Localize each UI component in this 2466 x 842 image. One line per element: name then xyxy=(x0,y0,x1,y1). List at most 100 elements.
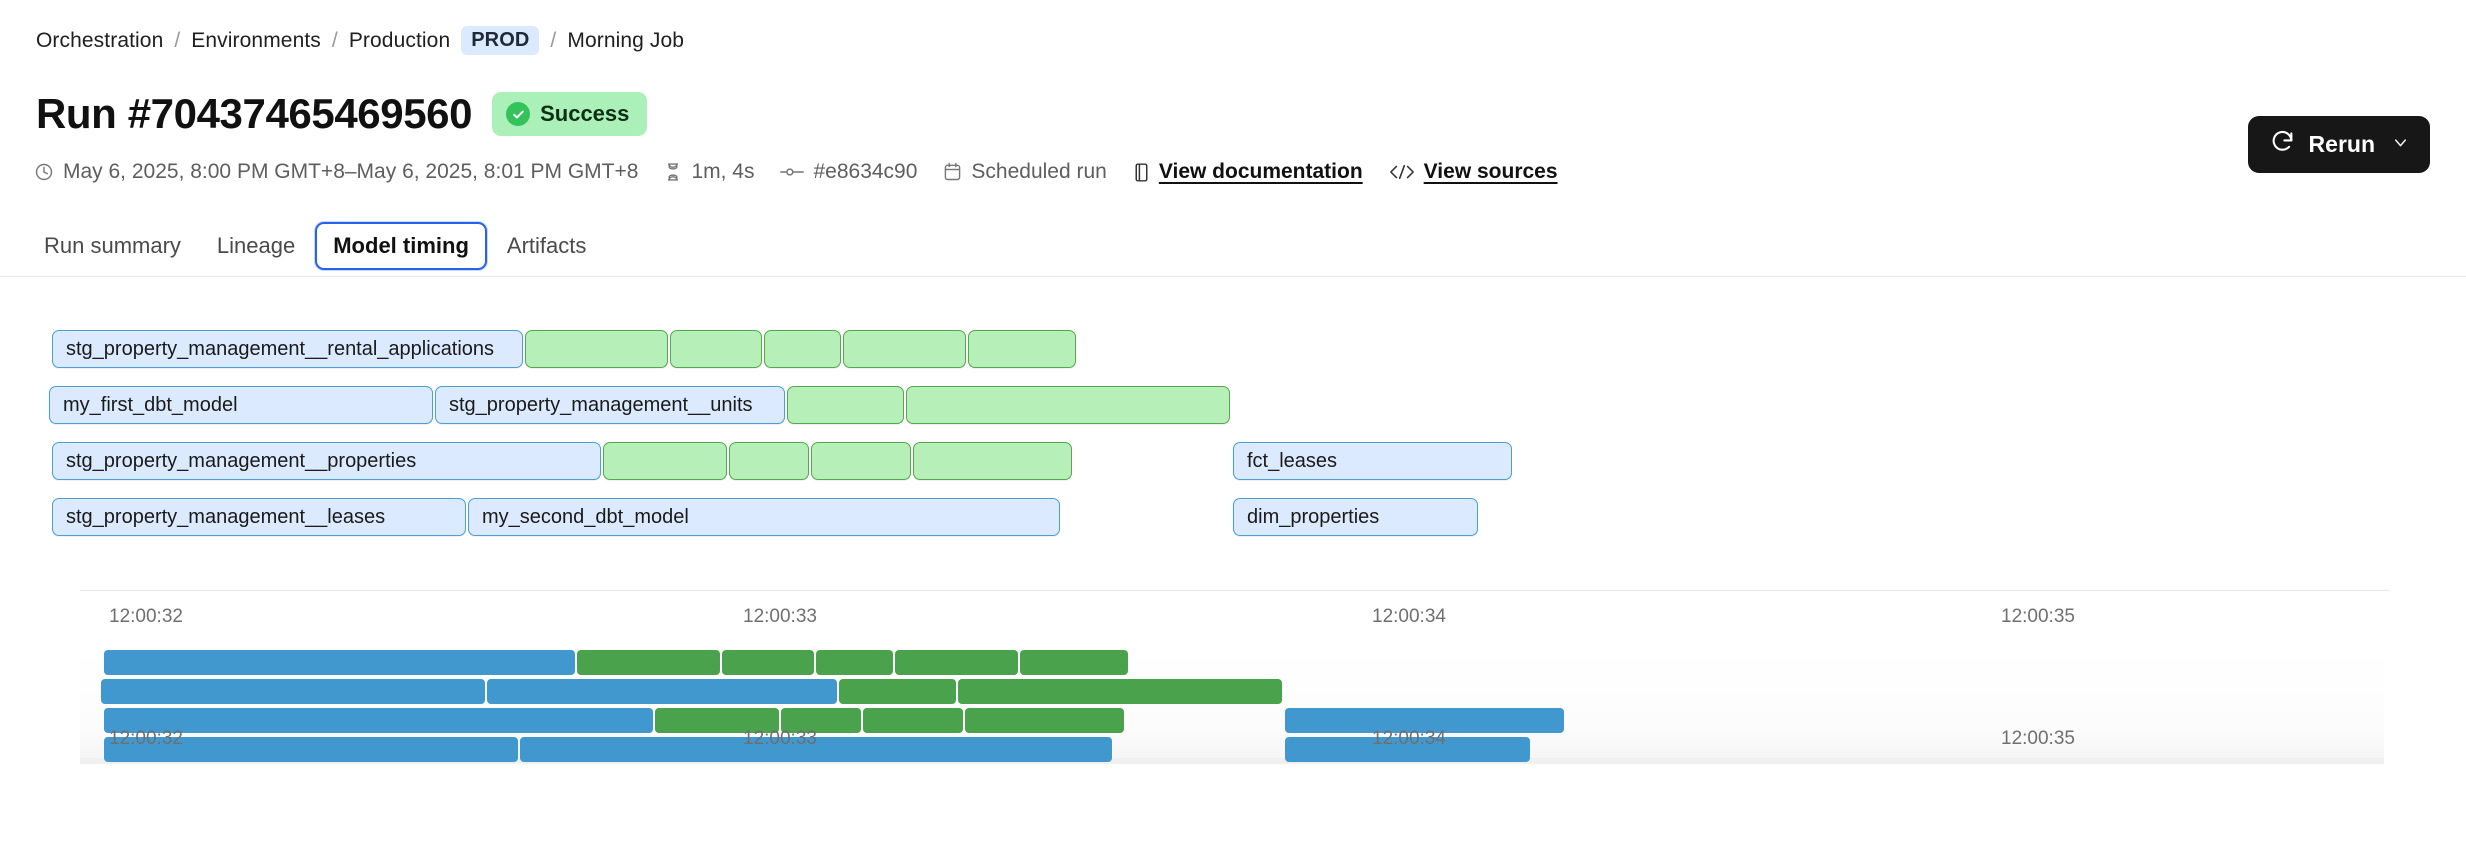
breadcrumb-item-production[interactable]: Production xyxy=(348,28,451,52)
gantt-bar-stg_property_management__leases[interactable]: stg_property_management__leases xyxy=(52,498,466,536)
gantt-bar-test[interactable] xyxy=(525,330,668,368)
overview-row xyxy=(80,706,2384,735)
meta-duration: 1m, 4s xyxy=(664,160,754,184)
tab-artifacts[interactable]: Artifacts xyxy=(506,233,587,258)
model-timing-overview[interactable] xyxy=(80,648,2384,764)
view-sources-link[interactable]: View sources xyxy=(1423,160,1558,183)
hourglass-icon xyxy=(664,162,682,182)
breadcrumb-badge-prod: PROD xyxy=(461,26,540,55)
overview-bar[interactable] xyxy=(487,679,837,704)
book-icon xyxy=(1133,162,1150,183)
calendar-icon xyxy=(943,162,962,182)
meta-commit-text: #e8634c90 xyxy=(813,160,918,183)
meta-timestamp: May 6, 2025, 8:00 PM GMT+8–May 6, 2025, … xyxy=(34,160,638,184)
gantt-bar-label: my_first_dbt_model xyxy=(63,393,238,416)
overview-bar[interactable] xyxy=(965,708,1124,733)
status-label: Success xyxy=(540,101,630,126)
axis-tick-label: 12:00:35 xyxy=(2001,728,2075,749)
gantt-bar-stg_property_management__units[interactable]: stg_property_management__units xyxy=(435,386,785,424)
rerun-button[interactable]: Rerun xyxy=(2247,116,2430,173)
gantt-bar-test[interactable] xyxy=(968,330,1076,368)
meta-trigger-text: Scheduled run xyxy=(971,160,1107,183)
gantt-bar-stg_property_management__rental_applications[interactable]: stg_property_management__rental_applicat… xyxy=(52,330,523,368)
axis-tick-label: 12:00:33 xyxy=(743,728,817,749)
gantt-bar-label: fct_leases xyxy=(1247,449,1338,472)
gantt-bar-test[interactable] xyxy=(787,386,904,424)
overview-bar[interactable] xyxy=(722,650,814,675)
gantt-bar-label: my_second_dbt_model xyxy=(482,505,689,528)
gantt-bar-stg_property_management__properties[interactable]: stg_property_management__properties xyxy=(52,442,601,480)
axis-tick-label: 12:00:33 xyxy=(743,606,817,627)
tab-model-timing[interactable]: Model timing xyxy=(315,222,487,270)
gantt-row: stg_property_management__rental_applicat… xyxy=(0,330,2466,386)
axis-tick-label: 12:00:34 xyxy=(1372,728,1446,749)
overview-bar[interactable] xyxy=(863,708,963,733)
gantt-bar-test[interactable] xyxy=(670,330,762,368)
meta-sources[interactable]: View sources xyxy=(1389,160,1558,184)
tab-bar: Run summary Lineage Model timing Artifacts xyxy=(28,222,602,270)
axis-tick-label: 12:00:34 xyxy=(1372,606,1446,627)
gantt-bar-test[interactable] xyxy=(906,386,1230,424)
gantt-bar-test[interactable] xyxy=(764,330,841,368)
gantt-bar-label: dim_properties xyxy=(1247,505,1380,528)
gantt-row: stg_property_management__leases my_second… xyxy=(0,498,2466,554)
gantt-row: stg_property_management__properties fct_l… xyxy=(0,442,2466,498)
gantt-bar-my_first_dbt_model[interactable]: my_first_dbt_model xyxy=(49,386,433,424)
breadcrumb-item-environments[interactable]: Environments xyxy=(191,28,321,52)
overview-bar[interactable] xyxy=(1020,650,1128,675)
gantt-bar-label: stg_property_management__properties xyxy=(66,449,417,472)
breadcrumb-item-morning-job: Morning Job xyxy=(567,28,685,52)
overview-row xyxy=(80,735,2384,764)
overview-bar[interactable] xyxy=(839,679,956,704)
tab-lineage[interactable]: Lineage xyxy=(216,233,296,258)
code-icon xyxy=(1389,163,1415,181)
breadcrumb-item-orchestration[interactable]: Orchestration xyxy=(36,28,164,52)
view-documentation-link[interactable]: View documentation xyxy=(1158,160,1363,183)
page-title: Run #70437465469560 xyxy=(36,90,473,137)
overview-bar[interactable] xyxy=(781,708,861,733)
gantt-bar-test[interactable] xyxy=(843,330,966,368)
overview-row xyxy=(80,677,2384,706)
overview-bar[interactable] xyxy=(895,650,1018,675)
git-commit-icon xyxy=(780,163,805,181)
rerun-label: Rerun xyxy=(2308,131,2375,157)
overview-bar[interactable] xyxy=(958,679,1282,704)
breadcrumb: Orchestration / Environments / Production PRO… xyxy=(36,26,684,55)
meta-timestamp-text: May 6, 2025, 8:00 PM GMT+8–May 6, 2025, … xyxy=(63,160,639,183)
clock-icon xyxy=(34,162,54,182)
meta-duration-text: 1m, 4s xyxy=(691,160,755,183)
axis-tick-label: 12:00:35 xyxy=(2001,606,2075,627)
gantt-bar-label: stg_property_management__rental_applicat… xyxy=(66,337,495,360)
axis-line xyxy=(80,590,2390,591)
tab-divider xyxy=(0,276,2466,277)
gantt-bar-test[interactable] xyxy=(913,442,1072,480)
overview-bar[interactable] xyxy=(520,737,1112,762)
breadcrumb-separator: / xyxy=(174,28,181,52)
gantt-bar-test[interactable] xyxy=(729,442,809,480)
overview-bar[interactable] xyxy=(104,737,518,762)
refresh-icon xyxy=(2270,129,2295,160)
meta-trigger: Scheduled run xyxy=(943,160,1107,184)
overview-bar[interactable] xyxy=(816,650,893,675)
gantt-bar-label: stg_property_management__units xyxy=(449,393,753,416)
overview-bar[interactable] xyxy=(104,708,653,733)
overview-bar[interactable] xyxy=(101,679,485,704)
model-timing-gantt: stg_property_management__rental_applicat… xyxy=(0,330,2466,554)
overview-bar[interactable] xyxy=(1285,737,1530,762)
tab-run-summary[interactable]: Run summary xyxy=(44,233,181,258)
gantt-bar-fct_leases[interactable]: fct_leases xyxy=(1233,442,1512,480)
gantt-bar-test[interactable] xyxy=(603,442,727,480)
overview-bar[interactable] xyxy=(655,708,779,733)
chevron-down-icon[interactable] xyxy=(2391,131,2410,158)
overview-bar[interactable] xyxy=(104,650,575,675)
gantt-bar-test[interactable] xyxy=(811,442,911,480)
meta-documentation[interactable]: View documentation xyxy=(1133,160,1363,184)
breadcrumb-separator: / xyxy=(550,28,557,52)
gantt-bar-my_second_dbt_model[interactable]: my_second_dbt_model xyxy=(468,498,1060,536)
gantt-bar-dim_properties[interactable]: dim_properties xyxy=(1233,498,1478,536)
overview-bar[interactable] xyxy=(577,650,720,675)
title-row: Run #70437465469560 Success xyxy=(36,90,648,137)
check-circle-icon xyxy=(506,102,531,126)
overview-bar[interactable] xyxy=(1285,708,1564,733)
